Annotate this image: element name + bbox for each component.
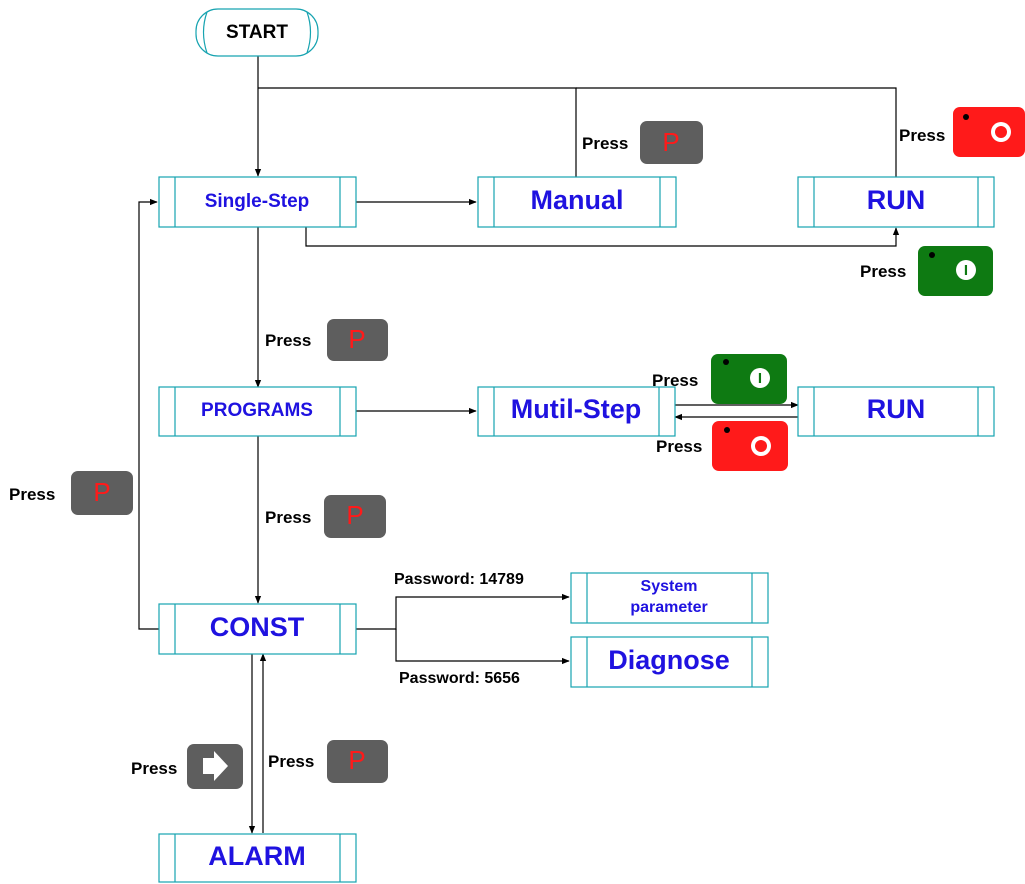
start-green-key-icon: I	[918, 246, 993, 296]
node-const-label: CONST	[210, 612, 305, 642]
press-p-const: Press P	[265, 495, 386, 538]
press-label: Press	[899, 126, 945, 145]
edge-const-diagnose	[395, 629, 570, 665]
p-key-letter: P	[348, 745, 365, 775]
press-label: Press	[265, 331, 311, 350]
node-programs-label: PROGRAMS	[201, 400, 313, 421]
press-label: Press	[656, 437, 702, 456]
press-p-const-return: Press P	[9, 471, 133, 515]
node-system-parameter-label-line2: parameter	[630, 599, 707, 616]
edge-const-single-step	[138, 198, 159, 630]
p-key-icon: P	[327, 319, 388, 361]
node-programs[interactable]: PROGRAMS	[158, 386, 357, 437]
edges	[138, 56, 900, 834]
press-label: Press	[582, 134, 628, 153]
password-label-system-parameter: Password: 14789	[394, 571, 524, 588]
node-multi-step-box	[477, 386, 676, 437]
press-p-programs: Press P	[265, 319, 388, 361]
node-run-mid-box	[797, 386, 995, 437]
press-p-alarm-return: Press P	[268, 740, 388, 783]
p-key-letter: P	[662, 127, 679, 157]
p-key-icon: P	[71, 471, 133, 515]
node-multi-step[interactable]: Mutil-Step	[477, 386, 676, 437]
node-system-parameter-label-line1: System	[641, 578, 698, 595]
node-single-step[interactable]: Single-Step	[158, 176, 357, 228]
node-run-top-label: RUN	[867, 185, 926, 215]
p-key-letter: P	[346, 500, 363, 530]
edge-manual-return	[258, 87, 577, 177]
press-p-manual: Press P	[582, 121, 703, 164]
start-key-symbol: I	[758, 370, 762, 387]
node-manual-label: Manual	[530, 185, 623, 215]
press-label: Press	[265, 508, 311, 527]
start-shape-left-bar	[202, 11, 208, 54]
start-green-key-icon: I	[711, 354, 787, 404]
press-label: Press	[9, 485, 55, 504]
node-alarm[interactable]: ALARM	[158, 833, 357, 883]
start-shape-right-bar	[306, 11, 312, 54]
stop-red-key-icon	[953, 107, 1025, 157]
press-label: Press	[652, 371, 698, 390]
right-arrow-key-icon	[187, 744, 243, 789]
node-diagnose-box	[570, 636, 769, 688]
node-const-box	[158, 603, 357, 655]
press-label: Press	[268, 752, 314, 771]
press-stop-run-mid: Press	[656, 421, 788, 471]
node-run-mid-label: RUN	[867, 394, 926, 424]
p-key-icon: P	[640, 121, 703, 164]
node-diagnose[interactable]: Diagnose	[570, 636, 769, 688]
edge-run-return	[576, 87, 897, 177]
press-label: Press	[860, 262, 906, 281]
node-single-step-label: Single-Step	[205, 191, 310, 212]
node-manual-box	[477, 176, 677, 228]
press-label: Press	[131, 759, 177, 778]
node-system-parameter-box	[570, 572, 769, 624]
node-alarm-box	[158, 833, 357, 883]
node-system-parameter[interactable]: System parameter	[570, 572, 769, 624]
stop-red-key-icon	[712, 421, 788, 471]
press-stop-run-top: Press	[899, 107, 1025, 157]
node-run-top-box	[797, 176, 995, 228]
p-key-letter: P	[93, 477, 110, 507]
p-key-letter: P	[348, 324, 365, 354]
start-key-symbol: I	[964, 262, 968, 279]
node-multi-step-label: Mutil-Step	[511, 394, 641, 424]
edge-single-step-run	[305, 227, 900, 247]
press-start-run-mid: Press I	[652, 354, 787, 404]
node-alarm-label: ALARM	[208, 841, 305, 871]
edge-const-system-parameter	[356, 593, 570, 630]
node-single-step-box	[158, 176, 357, 228]
node-run-mid[interactable]: RUN	[797, 386, 995, 437]
start-shape	[195, 8, 319, 57]
node-const[interactable]: CONST	[158, 603, 357, 655]
press-arrow-alarm: Press	[131, 744, 243, 789]
node-run-top[interactable]: RUN	[797, 176, 995, 228]
node-diagnose-label: Diagnose	[608, 645, 730, 675]
node-programs-box	[158, 386, 357, 437]
p-key-icon: P	[327, 740, 388, 783]
start-terminator: START	[195, 8, 319, 57]
password-label-diagnose: Password: 5656	[399, 670, 520, 687]
node-manual[interactable]: Manual	[477, 176, 677, 228]
p-key-icon: P	[324, 495, 386, 538]
start-label: START	[226, 22, 288, 43]
press-start-run-top: Press I	[860, 246, 993, 296]
